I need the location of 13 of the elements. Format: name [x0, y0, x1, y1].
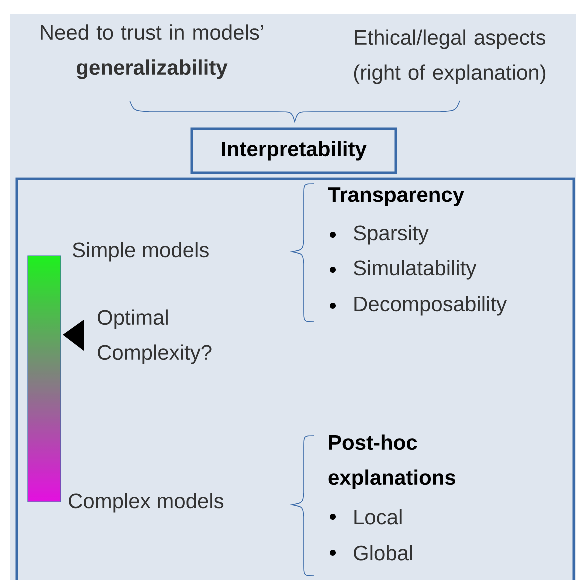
label-text: Complex models [69, 493, 224, 513]
bullet-item: Simulatability [330, 260, 477, 280]
heading: Transparency [328, 188, 464, 206]
label-text: Optimal Complexity? [98, 310, 212, 364]
heading: Post-hoc explanations [328, 434, 456, 490]
label-text: Ethical/legal aspects (right of explanation) [354, 30, 546, 84]
title-box: Interpretability [190, 128, 398, 174]
label-text: Need to trust in models’ generalizability [41, 24, 264, 80]
bullet-item: Sparsity [330, 225, 429, 245]
bullet-item: Global [330, 545, 412, 561]
bullet-item: Decomposability [330, 296, 507, 316]
label-text: Simple models [72, 242, 209, 262]
bullet-item: Local [330, 509, 402, 525]
